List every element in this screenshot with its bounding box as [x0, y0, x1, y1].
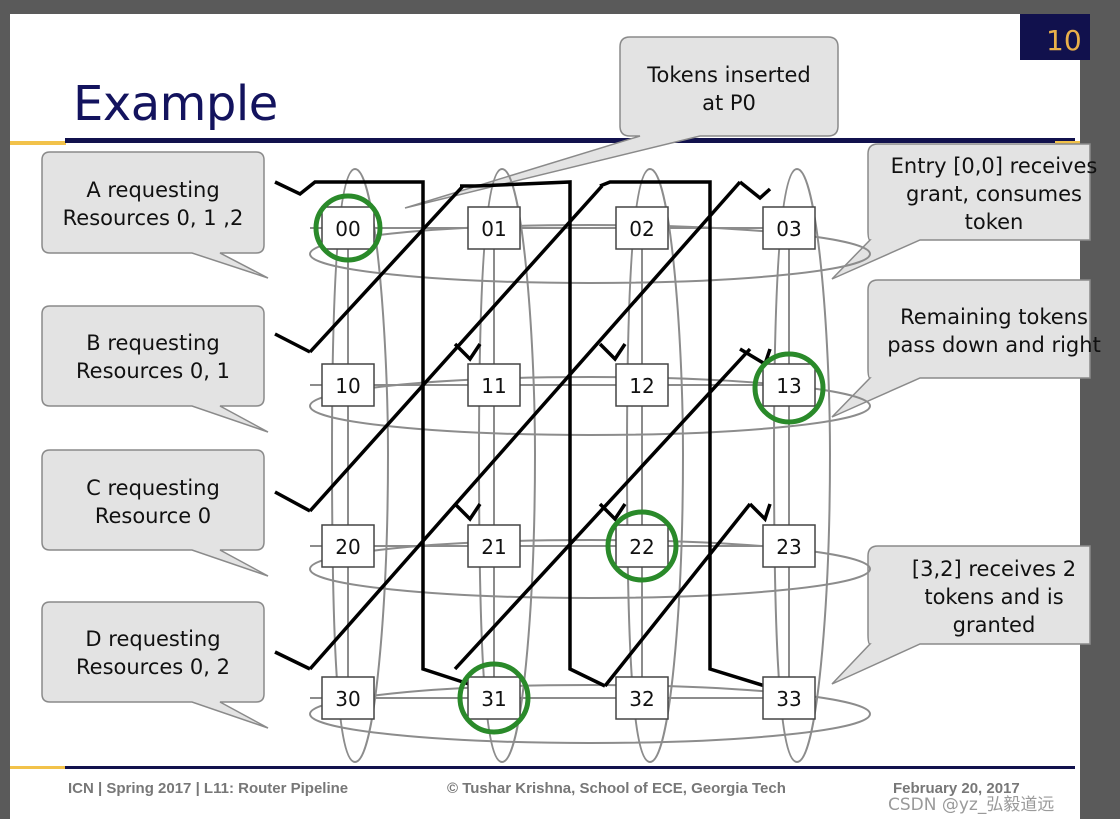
slide: 10 Example — [10, 14, 1101, 819]
grant-circle-31 — [457, 661, 531, 735]
column-ring-3 — [772, 167, 832, 764]
request-a-line1: A requesting — [86, 178, 220, 202]
entry-line2: grant, consumes — [906, 182, 1082, 206]
cell-labels: 00 01 02 03 10 11 12 13 20 21 22 23 30 3… — [335, 217, 801, 711]
watermark: CSDN @yz_弘毅道远 — [888, 795, 1055, 815]
cell-box-12 — [615, 363, 669, 407]
cell-02: 02 — [629, 217, 654, 241]
request-callout-c — [41, 449, 269, 577]
row-ring-3 — [309, 684, 871, 744]
column-ring-2 — [625, 167, 685, 764]
tokens-line1: Tokens inserted — [647, 63, 811, 87]
cell-12: 12 — [629, 374, 654, 398]
cell-22: 22 — [629, 535, 654, 559]
request-c-text: C requesting Resource 0 — [42, 474, 264, 530]
request-b-line2: Resources 0, 1 — [76, 359, 230, 383]
cell-box-22 — [615, 524, 669, 568]
column-ring-0 — [330, 167, 390, 764]
request-b-text: B requesting Resources 0, 1 — [42, 329, 264, 385]
row-ring-1 — [309, 376, 871, 436]
column-ring-1 — [477, 167, 537, 764]
cell-box-20 — [321, 524, 375, 568]
page-number-box — [1020, 14, 1090, 60]
row-ring-0 — [309, 224, 871, 284]
page-number: 10 — [1046, 24, 1082, 57]
cell-box-03 — [762, 206, 816, 250]
cell-21: 21 — [481, 535, 506, 559]
cell-33: 33 — [776, 687, 801, 711]
granted-line1: [3,2] receives 2 — [911, 557, 1077, 581]
cell-box-13 — [762, 363, 816, 407]
cell-box-11 — [467, 363, 521, 407]
request-c-line2: Resource 0 — [94, 504, 212, 528]
title-rule — [65, 138, 1075, 143]
tokens-callout-text: Tokens inserted at P0 — [620, 61, 838, 117]
cell-00: 00 — [335, 217, 360, 241]
footer-center: © Tushar Krishna, School of ECE, Georgia… — [447, 780, 786, 797]
remaining-callout — [831, 279, 1091, 418]
request-d-text: D requesting Resources 0, 2 — [42, 625, 264, 681]
cell-box-31 — [467, 676, 521, 720]
request-d-line1: D requesting — [85, 627, 221, 651]
granted-line3: granted — [952, 613, 1036, 637]
cell-13: 13 — [776, 374, 801, 398]
cell-box-01 — [467, 206, 521, 250]
cell-10: 10 — [335, 374, 360, 398]
entry-line3: token — [964, 210, 1024, 234]
grant-circle-00 — [313, 193, 383, 263]
title-rule-accent-right — [1055, 141, 1080, 145]
request-a-text: A requesting Resources 0, 1 ,2 — [42, 176, 264, 232]
cell-box-23 — [762, 524, 816, 568]
grid-lines — [310, 214, 810, 714]
footer-rule — [65, 766, 1075, 769]
cell-32: 32 — [629, 687, 654, 711]
footer-right: February 20, 2017 — [893, 780, 1020, 797]
slide-title: Example — [73, 76, 278, 132]
cell-23: 23 — [776, 535, 801, 559]
row-ring-2 — [309, 539, 871, 599]
granted-line2: tokens and is — [924, 585, 1064, 609]
remaining-line1: Remaining tokens — [900, 305, 1088, 329]
cell-box-32 — [615, 676, 669, 720]
entry-line1: Entry [0,0] receives — [890, 154, 1098, 178]
footer-left: ICN | Spring 2017 | L11: Router Pipeline — [68, 780, 349, 797]
cell-box-21 — [467, 524, 521, 568]
request-callout-a — [41, 151, 269, 279]
grid-cells — [321, 206, 816, 720]
cell-01: 01 — [481, 217, 506, 241]
column-rings — [330, 167, 832, 764]
cell-box-02 — [615, 206, 669, 250]
request-d-line2: Resources 0, 2 — [76, 655, 230, 679]
cell-03: 03 — [776, 217, 801, 241]
tokens-line2: at P0 — [702, 91, 756, 115]
title-rule-accent — [10, 141, 66, 145]
request-a-line2: Resources 0, 1 ,2 — [62, 206, 244, 230]
cell-30: 30 — [335, 687, 360, 711]
request-c-line1: C requesting — [86, 476, 220, 500]
footer-rule-accent — [10, 766, 66, 769]
tokens-callout — [404, 36, 839, 209]
remaining-line2: pass down and right — [887, 333, 1101, 357]
wavefront-wires — [274, 180, 772, 688]
request-callout-d — [41, 601, 269, 729]
cell-box-10 — [321, 363, 375, 407]
grant-circle-22 — [605, 509, 679, 583]
request-callout-b — [41, 305, 269, 433]
cell-box-33 — [762, 676, 816, 720]
granted-callout — [831, 545, 1091, 685]
entry-callout-text: Entry [0,0] receives grant, consumes tok… — [868, 152, 1120, 236]
granted-callout-text: [3,2] receives 2 tokens and is granted — [868, 555, 1120, 639]
wavefront-allocator-diagram: 00 01 02 03 10 11 12 13 20 21 22 23 30 3… — [41, 36, 1091, 764]
cell-box-30 — [321, 676, 375, 720]
grant-circles — [313, 193, 826, 735]
cell-box-00 — [321, 206, 375, 250]
remaining-callout-text: Remaining tokens pass down and right — [868, 303, 1120, 359]
cell-31: 31 — [481, 687, 506, 711]
request-b-line1: B requesting — [86, 331, 220, 355]
cell-20: 20 — [335, 535, 360, 559]
grant-circle-13 — [752, 351, 826, 425]
row-rings — [309, 224, 871, 744]
cell-11: 11 — [481, 374, 506, 398]
